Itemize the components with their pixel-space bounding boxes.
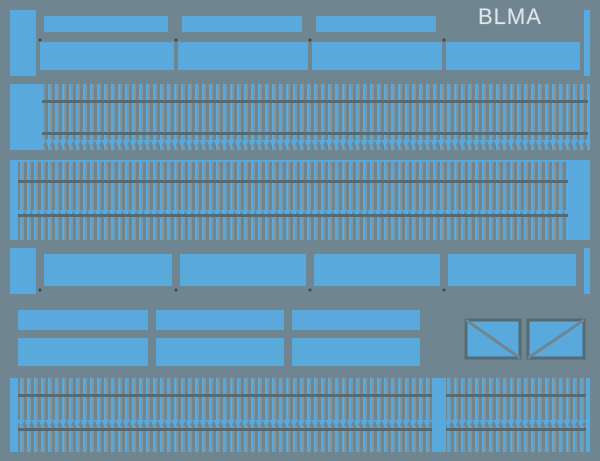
picket-fence-run-1 [10,76,590,160]
fret-frame-top [0,0,600,10]
picket-fence-run-4 [432,378,586,452]
fret-frame-bottom [0,452,600,461]
fret-frame-left [0,0,10,461]
fret-frame-right [590,0,600,461]
gate-frame-1 [430,302,590,372]
brand-logo: BLMA [478,4,542,29]
picket-fence-run-2 [10,160,590,248]
rail-section-row-top [36,10,584,76]
picket-fence-run-3 [10,372,590,452]
rail-section-row-lower [10,302,430,372]
rail-section-row-middle [10,248,590,302]
attachment-tabs [38,38,446,292]
gate-frame-2 [526,318,586,360]
